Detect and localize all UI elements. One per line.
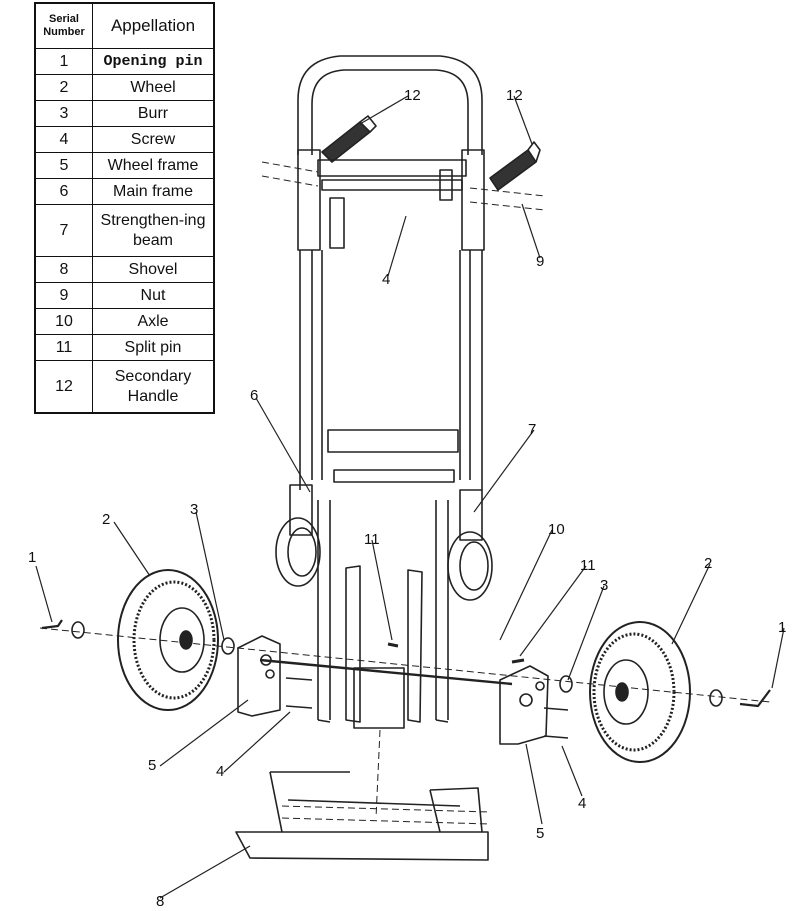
callout-5-right: 5 bbox=[536, 825, 544, 842]
row-name: Strengthen-ing beam bbox=[92, 204, 215, 257]
callout-3-right: 3 bbox=[600, 577, 608, 594]
axle bbox=[259, 658, 513, 686]
row-number: 1 bbox=[34, 48, 93, 75]
lower-frame bbox=[317, 500, 449, 723]
row-number: 7 bbox=[34, 204, 93, 257]
opening-pin-right bbox=[739, 689, 771, 708]
shovel bbox=[235, 667, 489, 861]
callout-2-left: 2 bbox=[102, 511, 110, 528]
callout-12-left: 12 bbox=[404, 87, 421, 104]
opening-pin-left bbox=[41, 619, 63, 630]
burr-left-outer bbox=[71, 621, 85, 639]
callout-labels: 12 12 9 4 6 7 2 3 1 10 11 11 3 2 1 5 4 5… bbox=[28, 87, 786, 910]
callout-4-left: 4 bbox=[216, 763, 224, 780]
row-number: 5 bbox=[34, 152, 93, 179]
row-name: Secondary Handle bbox=[92, 360, 215, 414]
main-handle-loop bbox=[297, 55, 483, 155]
leader-lines bbox=[35, 95, 785, 899]
callout-1-right: 1 bbox=[778, 619, 786, 636]
callout-2-right: 2 bbox=[704, 555, 712, 572]
wheel-frame-left bbox=[237, 635, 281, 717]
callout-3-left: 3 bbox=[190, 501, 198, 518]
row-name: Main frame bbox=[92, 178, 215, 205]
row-name: Nut bbox=[92, 282, 215, 309]
row-number: 6 bbox=[34, 178, 93, 205]
callout-4-right: 4 bbox=[578, 795, 586, 812]
strengthening-beam-left bbox=[345, 565, 361, 723]
row-name: Screw bbox=[92, 126, 215, 153]
callout-5-left: 5 bbox=[148, 757, 156, 774]
callout-10: 10 bbox=[548, 521, 565, 538]
split-pin-right bbox=[511, 658, 525, 664]
main-frame bbox=[299, 250, 483, 490]
strengthening-beam-right bbox=[407, 569, 423, 723]
callout-9: 9 bbox=[536, 253, 544, 270]
row-name: Split pin bbox=[92, 334, 215, 361]
callout-7: 7 bbox=[528, 421, 536, 438]
callout-11-right: 11 bbox=[580, 557, 596, 574]
wheel-frame-right bbox=[499, 665, 549, 745]
callout-11-middle: 11 bbox=[364, 531, 380, 548]
top-crossbar bbox=[297, 149, 485, 251]
screws-left bbox=[285, 677, 313, 709]
secondary-handle-right bbox=[489, 141, 541, 191]
row-name: Wheel bbox=[92, 74, 215, 101]
row-name: Burr bbox=[92, 100, 215, 127]
caster-wheel-left bbox=[275, 484, 321, 587]
callout-6: 6 bbox=[250, 387, 258, 404]
burr-right-outer bbox=[709, 689, 723, 707]
header-appellation: Appellation bbox=[92, 2, 215, 49]
callout-1-left: 1 bbox=[28, 549, 36, 566]
callout-12-right: 12 bbox=[506, 87, 523, 104]
callout-4-top: 4 bbox=[382, 271, 390, 288]
secondary-handle-left bbox=[321, 115, 377, 163]
alignment-lines bbox=[39, 161, 771, 825]
table-header: Serial Number Appellation bbox=[34, 2, 215, 49]
burr-left bbox=[221, 637, 235, 655]
screws-right bbox=[543, 707, 569, 739]
split-pin-middle bbox=[387, 642, 399, 648]
callout-8: 8 bbox=[156, 893, 164, 910]
row-number: 12 bbox=[34, 360, 93, 414]
wheel-left bbox=[117, 569, 219, 711]
caster-wheel-right bbox=[447, 489, 493, 601]
burr-right bbox=[559, 675, 573, 693]
row-name: Opening pin bbox=[92, 48, 215, 75]
row-name: Shovel bbox=[92, 256, 215, 283]
row-number: 11 bbox=[34, 334, 93, 361]
row-number: 3 bbox=[34, 100, 93, 127]
